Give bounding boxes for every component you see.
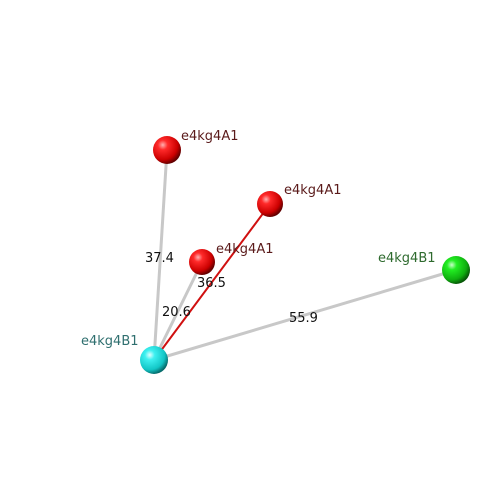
edge-label-20-6: 20.6 bbox=[162, 305, 191, 320]
atom-b1g bbox=[442, 256, 470, 284]
edge-label-37-4: 37.4 bbox=[145, 251, 174, 266]
atom-a1b bbox=[257, 191, 283, 217]
label-b1c: e4kg4B1 bbox=[81, 334, 139, 349]
edge-labels: 37.4 36.5 20.6 55.9 bbox=[145, 251, 318, 326]
label-a1a: e4kg4A1 bbox=[181, 129, 238, 144]
bonds bbox=[152, 148, 458, 362]
atom-b1c bbox=[140, 346, 168, 374]
atom-a1c bbox=[189, 249, 215, 275]
label-a1c: e4kg4A1 bbox=[216, 242, 273, 257]
label-b1g: e4kg4B1 bbox=[378, 251, 436, 266]
bond-b1c-b1g bbox=[152, 268, 458, 362]
edge-label-36-5: 36.5 bbox=[197, 276, 226, 291]
label-a1b: e4kg4A1 bbox=[284, 183, 341, 198]
bond-b1c-a1a bbox=[152, 148, 169, 362]
edge-label-55-9: 55.9 bbox=[289, 311, 318, 326]
atom-a1a bbox=[153, 136, 181, 164]
bond-b1c-a1b bbox=[153, 203, 271, 361]
bond-b1c-a1c bbox=[152, 260, 204, 362]
atoms bbox=[140, 136, 470, 374]
atom-labels: e4kg4A1 e4kg4A1 e4kg4A1 e4kg4B1 e4kg4B1 bbox=[81, 129, 436, 349]
